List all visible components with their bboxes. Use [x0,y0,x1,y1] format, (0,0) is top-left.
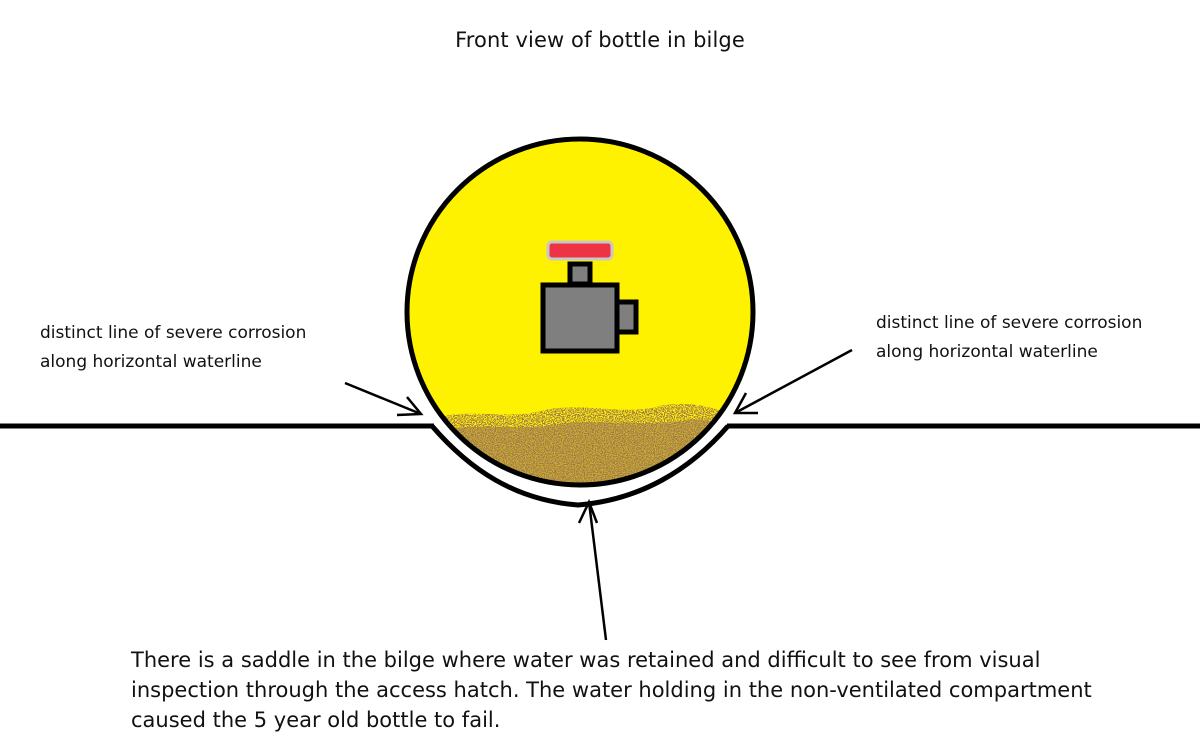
valve-handle [546,240,614,261]
diagram-caption: There is a saddle in the bilge where wat… [131,645,1191,735]
arrow-left-icon [344,381,424,417]
caption-line3: caused the 5 year old bottle to fail. [131,708,501,732]
annotation-left-line2: along horizontal waterline [40,352,262,372]
caption-line1: There is a saddle in the bilge where wat… [131,648,1041,672]
diagram-title: Front view of bottle in bilge [455,28,745,52]
gas-bottle-outline [404,136,756,488]
annotation-right-line2: along horizontal waterline [876,342,1098,362]
annotation-right-line1: distinct line of severe corrosion [876,313,1143,333]
arrow-up-icon [577,498,608,641]
bilge-saddle [430,424,730,508]
arrow-right-icon [732,348,853,415]
annotation-left-line1: distinct line of severe corrosion [40,323,307,343]
annotation-right: distinct line of severe corrosion along … [876,309,1142,367]
valve-stem [567,261,593,287]
valve-outlet [614,299,639,335]
annotation-left: distinct line of severe corrosion along … [40,319,306,377]
caption-line2: inspection through the access hatch. The… [131,678,1092,702]
valve-icon [540,240,639,354]
valve-body [540,282,620,354]
